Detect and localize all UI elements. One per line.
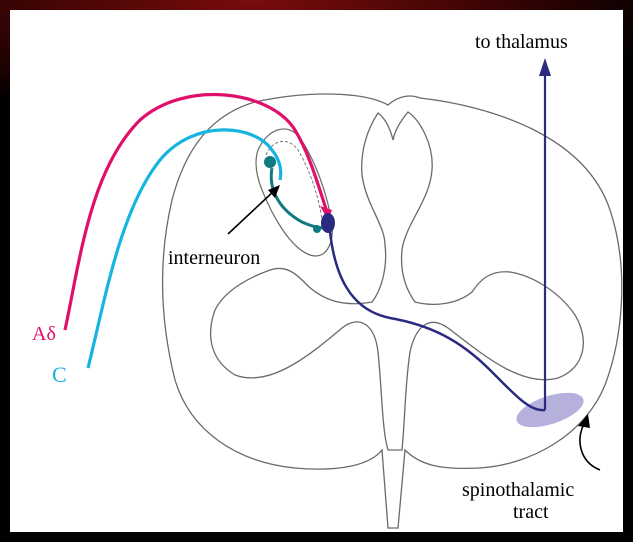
label-spinothalamic: spinothalamic <box>462 479 574 501</box>
tract-pointer-arrow <box>580 422 600 470</box>
projection-neuron-axon <box>330 232 545 410</box>
projection-neuron-cell-body <box>321 213 335 233</box>
ascending-arrowhead <box>539 58 551 76</box>
interneuron-cell-body <box>264 156 276 168</box>
label-c-fiber: C <box>52 362 67 387</box>
diagram-canvas: to thalamus interneuron Aδ C spinothalam… <box>10 10 623 532</box>
tract-pointer-arrowhead <box>578 414 590 428</box>
label-to-thalamus: to thalamus <box>475 31 568 53</box>
label-tract: tract <box>513 501 549 523</box>
label-interneuron: interneuron <box>168 247 260 269</box>
spinal-cord-outline <box>163 94 622 528</box>
label-a-delta: Aδ <box>32 323 56 345</box>
interneuron-synapse <box>313 225 321 233</box>
spinal-cord-diagram: to thalamus interneuron Aδ C spinothalam… <box>10 10 623 532</box>
interneuron-pointer-arrow <box>228 190 275 234</box>
